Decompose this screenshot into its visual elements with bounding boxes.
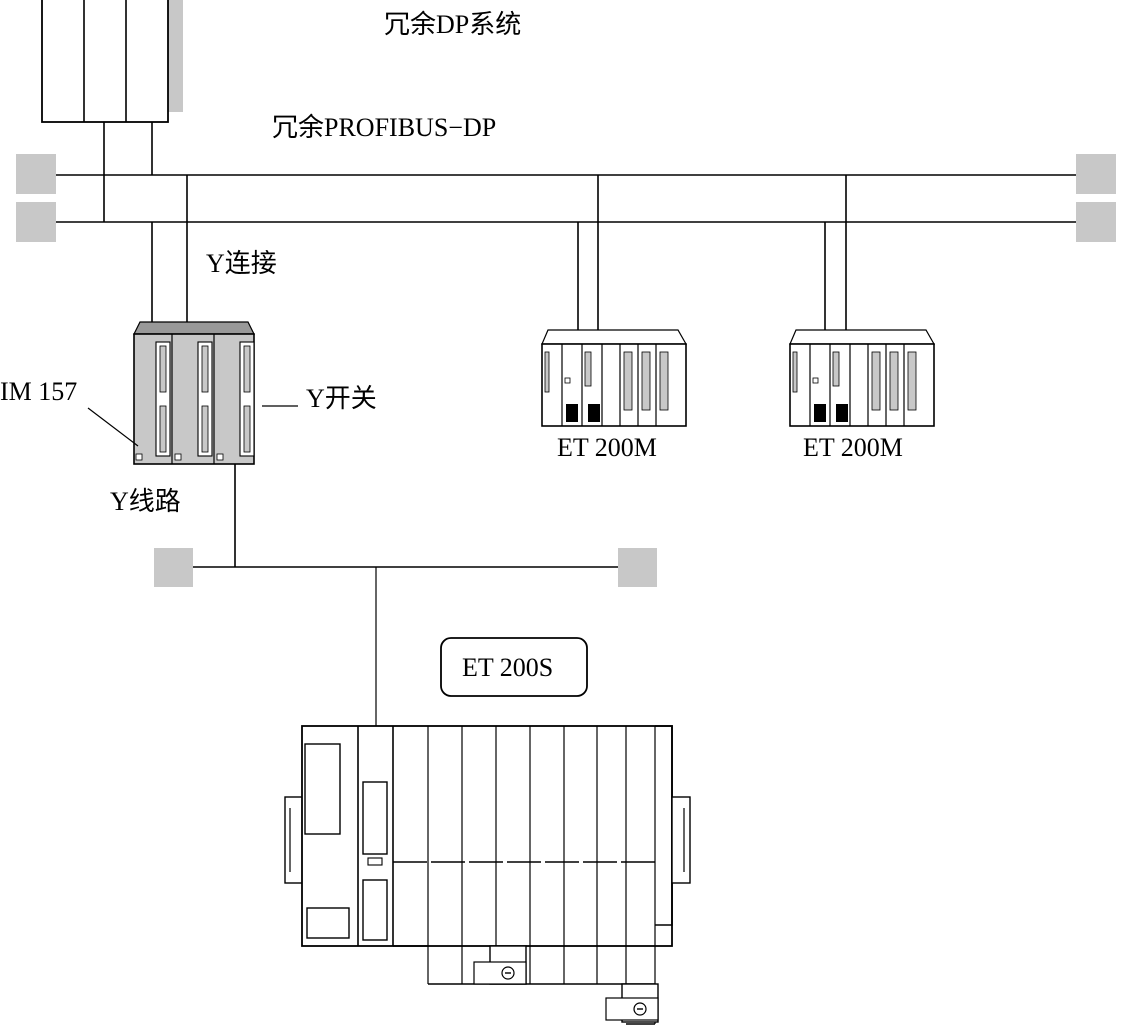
bus-terminator-right-b bbox=[1076, 202, 1116, 242]
y-link-module bbox=[133, 321, 255, 465]
redundant-host-rack bbox=[41, 0, 183, 222]
system-title: 冗余DP系统 bbox=[384, 10, 521, 39]
im157-label: IM 157 bbox=[0, 377, 77, 406]
y-connection-label: Y连接 bbox=[206, 249, 277, 278]
bus-label: 冗余PROFIBUS−DP bbox=[272, 113, 496, 142]
et200s-label-box bbox=[440, 637, 588, 697]
im157-leader-line bbox=[87, 407, 139, 447]
y-switch-label: Y开关 bbox=[306, 384, 377, 413]
profibus-bus-lines bbox=[16, 154, 1116, 242]
et200m-station-1 bbox=[541, 329, 688, 427]
y-line-bus bbox=[154, 464, 657, 860]
et200s-label: ET 200S bbox=[462, 653, 553, 682]
y-line-terminator-right bbox=[618, 548, 657, 587]
et200m-label-1: ET 200M bbox=[557, 433, 657, 462]
et200m-label-2: ET 200M bbox=[803, 433, 903, 462]
bus-terminator-right-a bbox=[1076, 154, 1116, 194]
y-line-label: Y线路 bbox=[110, 487, 181, 516]
bus-terminator-left-b bbox=[16, 202, 56, 242]
y-line-terminator-left bbox=[154, 548, 193, 587]
bus-terminator-left-a bbox=[16, 154, 56, 194]
et200s-station bbox=[284, 725, 691, 1025]
et200m-station-2 bbox=[789, 329, 936, 427]
